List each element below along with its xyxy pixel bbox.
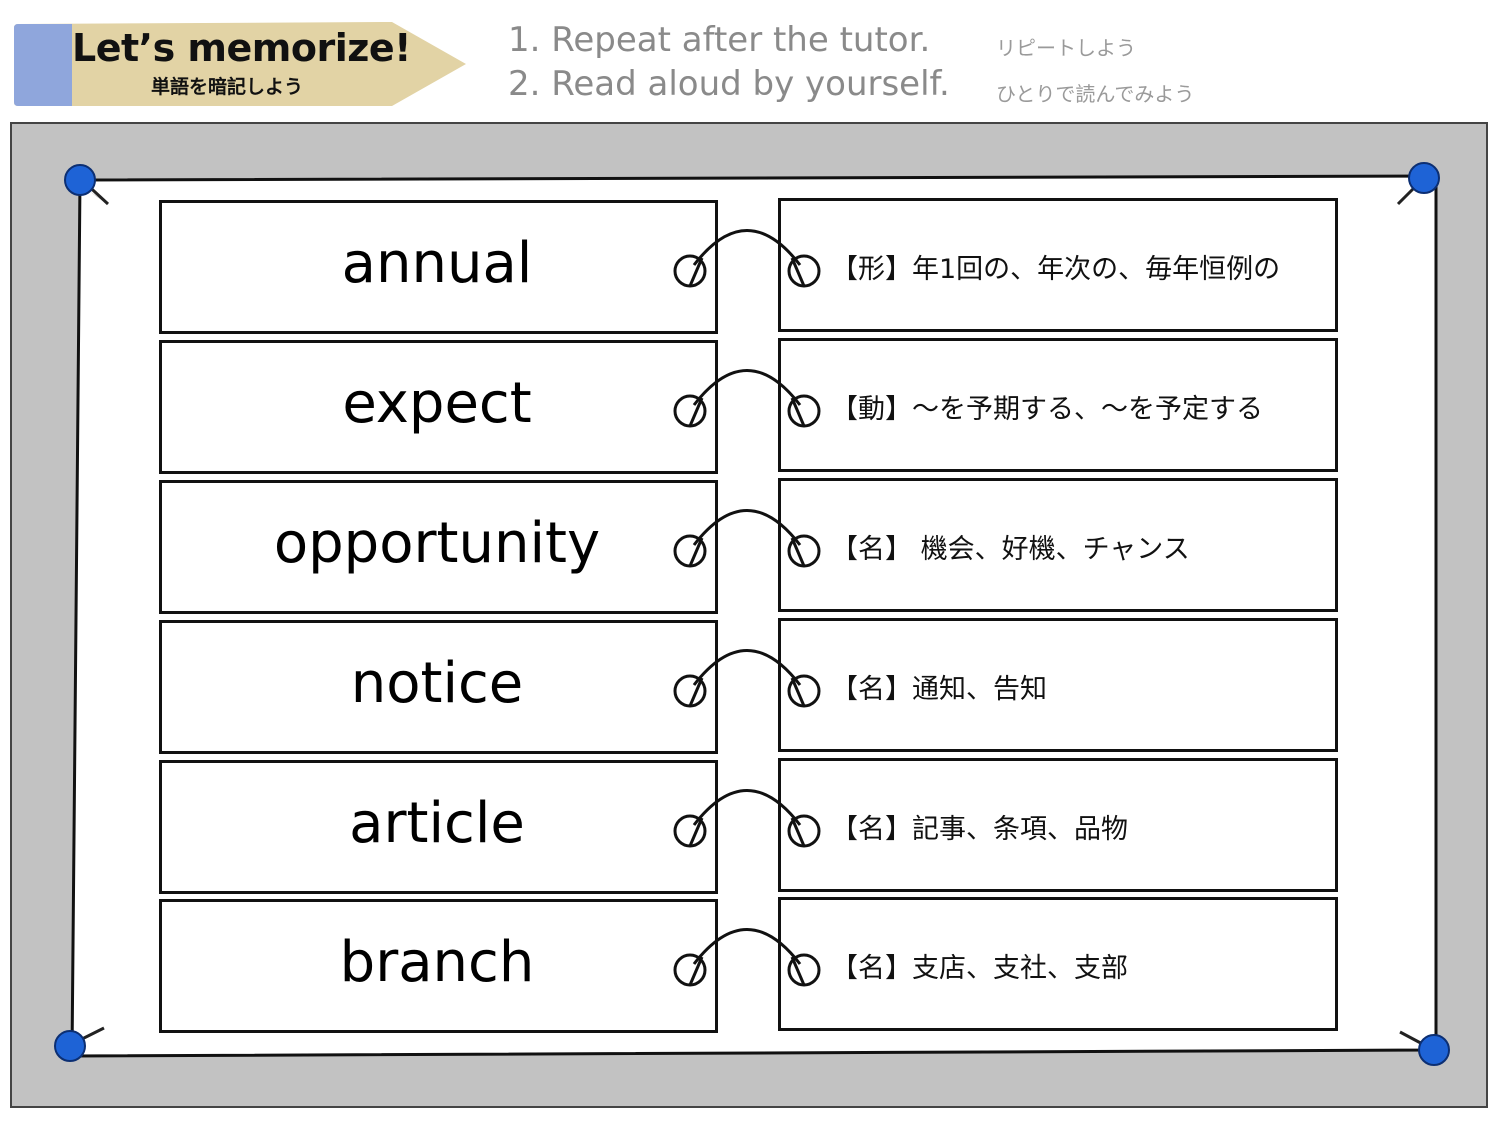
meaning-card: 【名】 機会、好機、チャンス xyxy=(778,478,1338,612)
meaning-text: 【形】年1回の、年次の、毎年恒例の xyxy=(831,254,1281,285)
instruction-1: 1. Repeat after the tutor. xyxy=(508,20,931,60)
instruction-1-jp: リピートしよう xyxy=(996,36,1136,60)
word-text: opportunity xyxy=(273,511,601,576)
meaning-card: 【動】～を予期する、～を予定する xyxy=(778,338,1338,472)
word-text: branch xyxy=(339,930,535,995)
meaning-card: 【名】通知、告知 xyxy=(778,618,1338,752)
instruction-2-jp: ひとりで読んでみよう xyxy=(996,82,1195,106)
title-banner: Let’s memorize! 単語を暗記しよう xyxy=(10,22,466,106)
meaning-card: 【名】支店、支社、支部 xyxy=(778,897,1338,1031)
word-card: opportunity xyxy=(159,480,718,614)
meaning-card: 【名】記事、条項、品物 xyxy=(778,758,1338,892)
word-text: article xyxy=(349,791,525,856)
word-card: notice xyxy=(159,620,718,754)
pin-top-right-icon xyxy=(1396,162,1440,206)
banner-title: Let’s memorize! xyxy=(72,26,412,70)
meaning-text: 【名】記事、条項、品物 xyxy=(831,814,1128,845)
meaning-text: 【動】～を予期する、～を予定する xyxy=(831,394,1263,425)
word-text: annual xyxy=(341,231,533,296)
banner-subtitle: 単語を暗記しよう xyxy=(150,76,303,98)
pin-bottom-right-icon xyxy=(1399,1030,1450,1066)
pin-bottom-left-icon xyxy=(54,1026,105,1062)
meaning-card: 【形】年1回の、年次の、毎年恒例の xyxy=(778,198,1338,332)
instruction-2: 2. Read aloud by yourself. xyxy=(508,64,950,104)
word-card: annual xyxy=(159,200,718,334)
meaning-text: 【名】支店、支社、支部 xyxy=(831,953,1128,984)
word-text: expect xyxy=(342,371,532,436)
meaning-text: 【名】通知、告知 xyxy=(831,674,1047,705)
word-card: article xyxy=(159,760,718,894)
word-card: branch xyxy=(159,899,718,1033)
word-text: notice xyxy=(350,651,524,716)
pin-top-left-icon xyxy=(64,164,110,206)
word-card: expect xyxy=(159,340,718,474)
meaning-text: 【名】 機会、好機、チャンス xyxy=(831,534,1190,565)
